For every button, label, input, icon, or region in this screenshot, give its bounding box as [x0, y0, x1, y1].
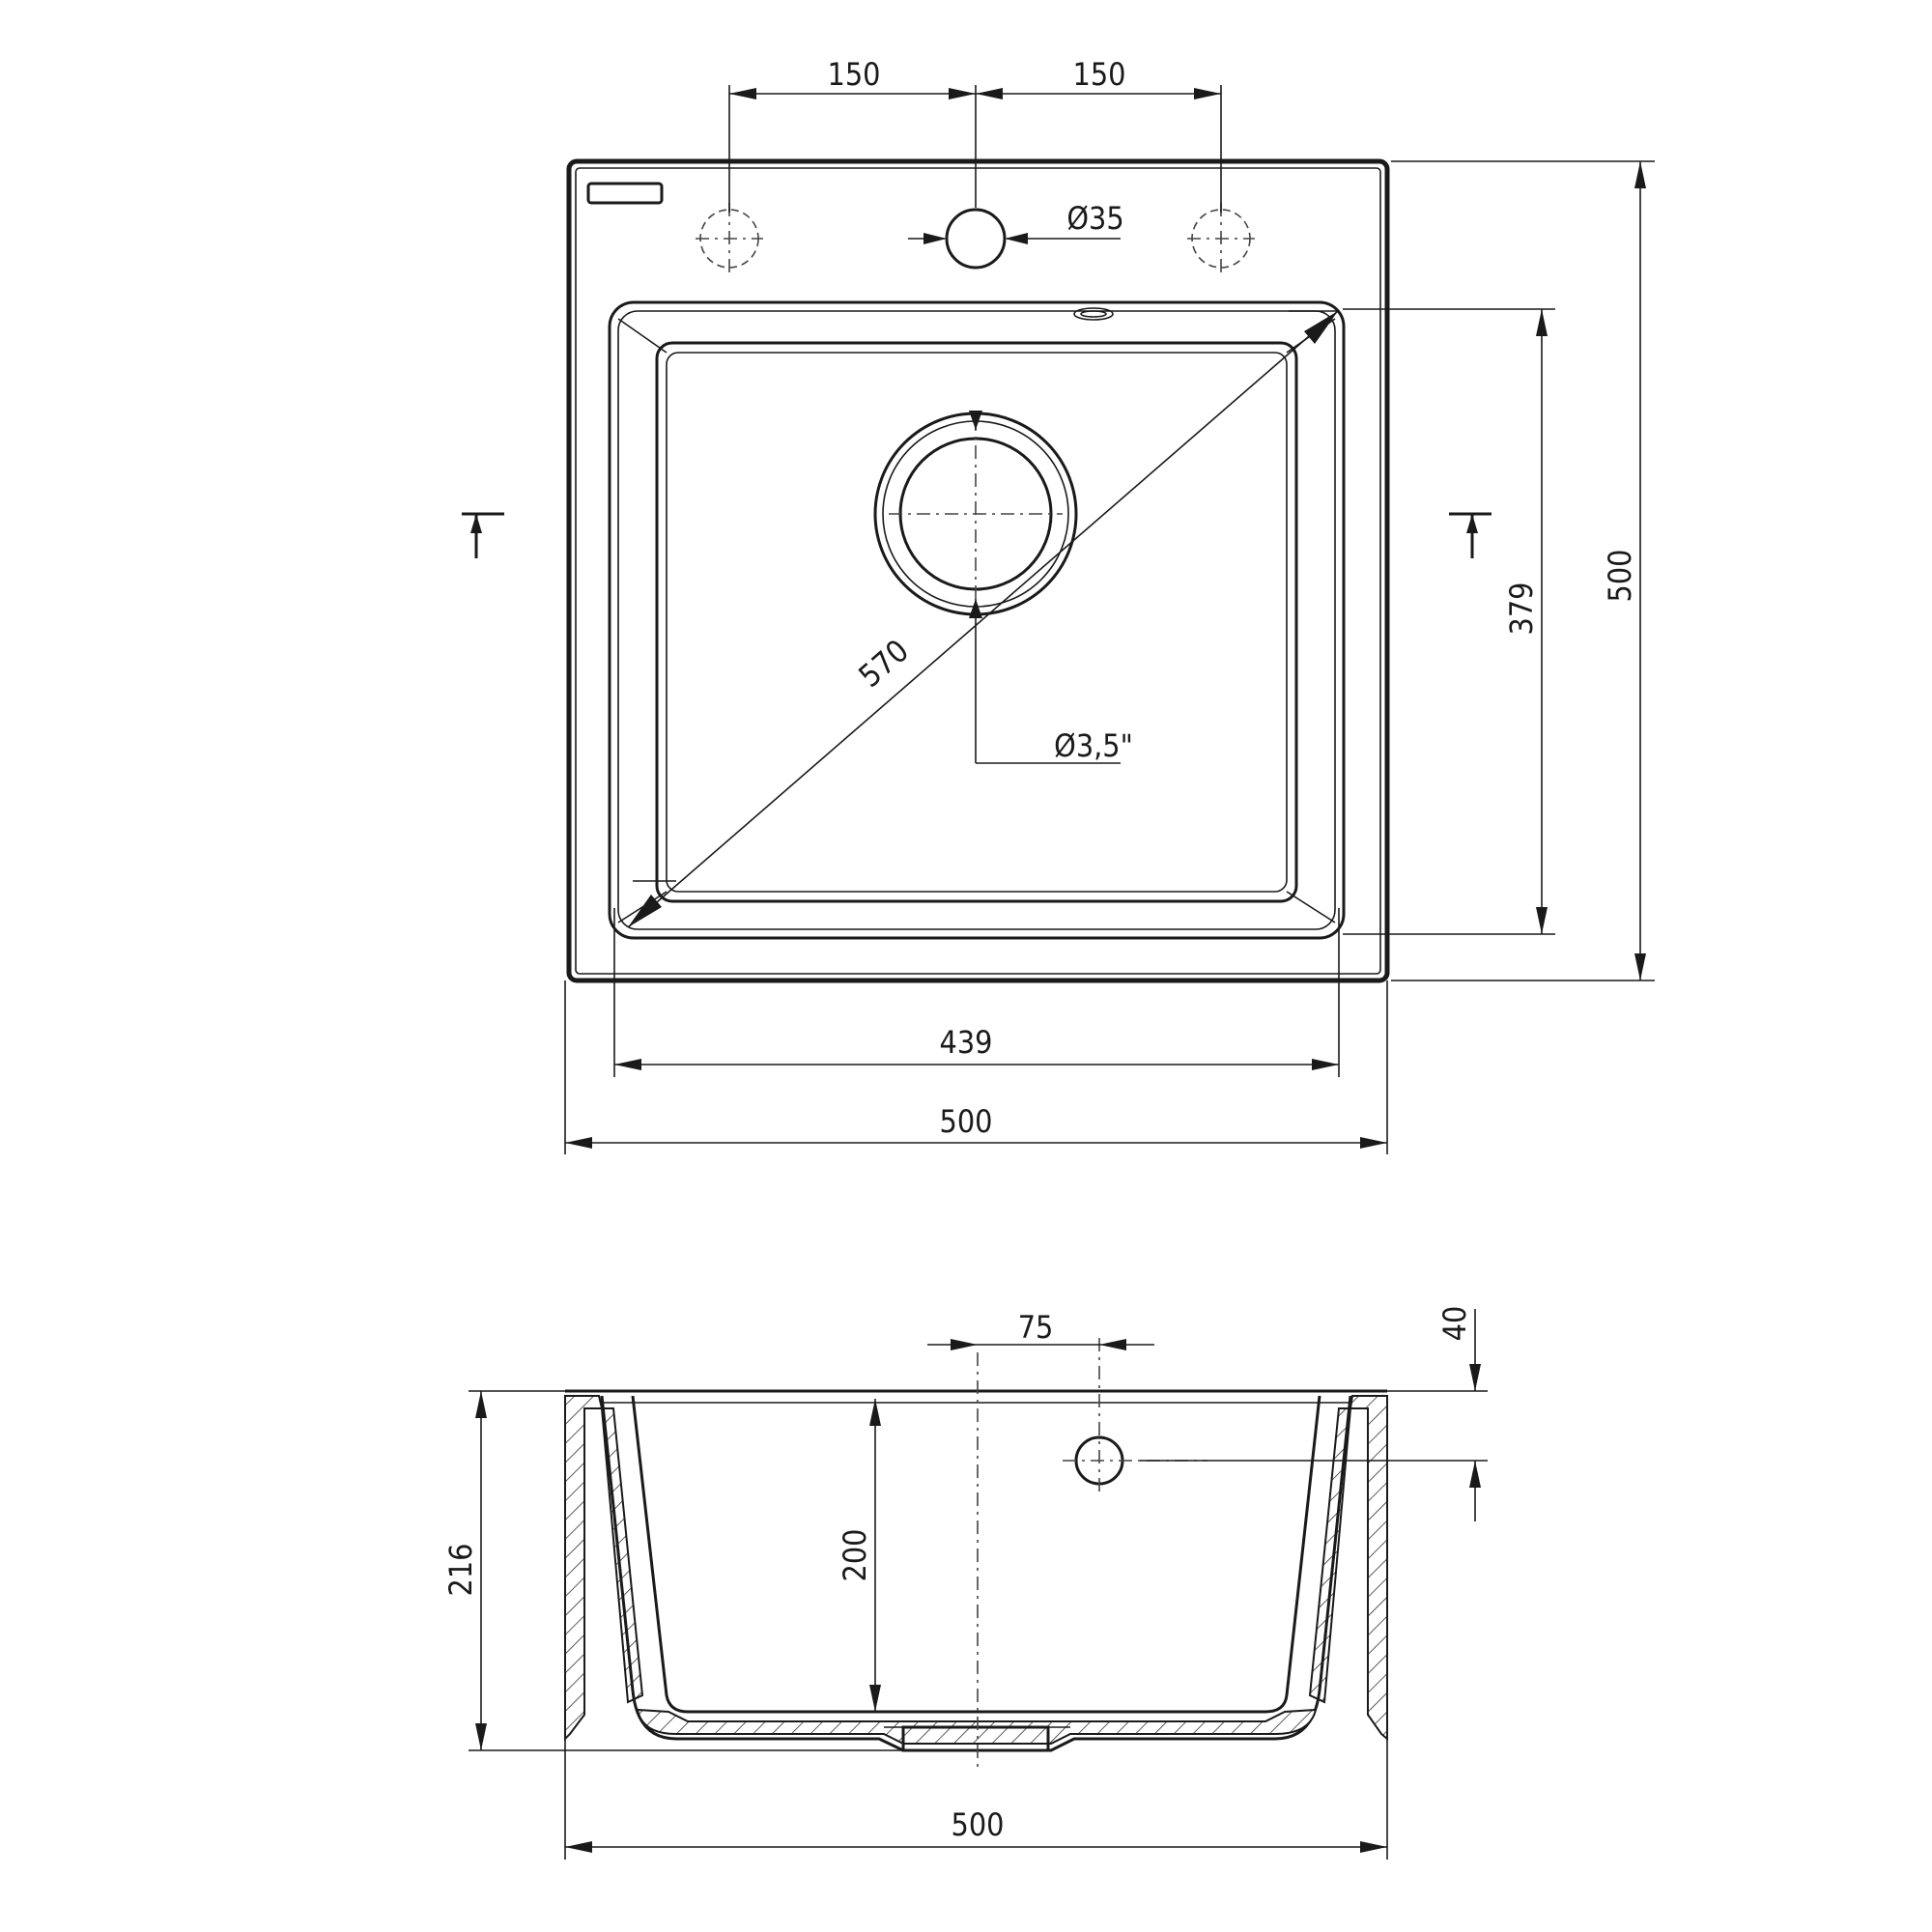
bowl-width-label: 439	[940, 1024, 993, 1061]
bowl-inner-profile	[631, 1395, 1321, 1714]
overall-length-label: 500	[1602, 550, 1638, 603]
bowl-outer-profile	[600, 1395, 1352, 1752]
overflow-slot	[1073, 307, 1114, 321]
bowl-depth-label: 200	[837, 1529, 873, 1582]
drainer-slot	[586, 182, 664, 205]
section-width-label: 500	[952, 1806, 1005, 1843]
top-view: 570 Ø3,5" 150 150 Ø35	[462, 56, 1655, 1154]
overall-depth-label: 216	[442, 1544, 479, 1597]
sink-outline	[566, 158, 1390, 983]
diagonal-dimension-line	[627, 310, 1339, 928]
tap-hole-diameter-label: Ø35	[1066, 200, 1123, 237]
tap-spacing-right-label: 150	[1073, 56, 1126, 93]
drain-diameter-label: Ø3,5"	[1054, 727, 1133, 764]
tap-spacing-left-label: 150	[828, 56, 881, 93]
left-wall-section	[564, 1395, 604, 1742]
section-view: 75 40 200 216 500	[442, 1306, 1488, 1860]
section-marker-right	[1449, 512, 1492, 558]
section-marker-left	[462, 512, 504, 558]
bowl-length-label: 379	[1503, 582, 1540, 636]
bowl-floor	[655, 341, 1298, 903]
bowl-rim	[608, 300, 1346, 940]
overflow-height-label: 40	[1436, 1306, 1473, 1342]
right-wall-section	[1349, 1395, 1388, 1742]
overall-width-label: 500	[940, 1103, 993, 1140]
tap-hole-center	[945, 208, 1007, 270]
overflow-offset-label: 75	[1018, 1309, 1054, 1346]
